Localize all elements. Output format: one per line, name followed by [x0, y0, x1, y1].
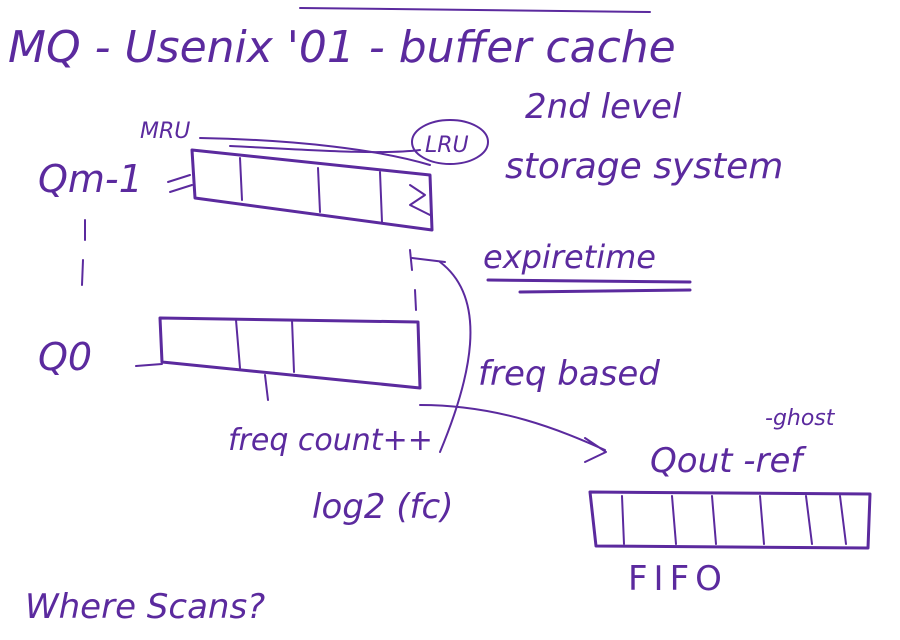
queue-bottom-box	[135, 316, 422, 390]
freq-count-label: freq count++	[228, 423, 433, 458]
ghost-label: -ghost	[765, 406, 836, 431]
freq-based-label: freq based	[478, 354, 660, 394]
log-label: log2 (fc)	[312, 487, 453, 527]
promote-arrow	[439, 261, 472, 453]
queue-top-label: Qm-1	[38, 157, 143, 201]
lru-label: LRU	[425, 133, 469, 158]
fifo-label: FIFO	[628, 559, 728, 599]
subtitle-line1: 2nd level	[525, 87, 682, 127]
title-underline	[299, 7, 651, 13]
expiretime-label: expiretime	[483, 238, 656, 276]
fifo-box	[588, 490, 872, 550]
question-label: Where Scans?	[25, 587, 265, 627]
subtitle-line2: storage system	[505, 146, 783, 187]
queue-top-box	[167, 137, 434, 232]
qout-label: Qout -ref	[650, 441, 807, 481]
lru-down-dots	[409, 249, 417, 311]
lru-circle	[411, 119, 489, 165]
queue-ellipsis	[81, 219, 86, 286]
mru-label: MRU	[140, 119, 190, 144]
freq-count-tick	[264, 374, 269, 401]
evict-arrow	[419, 404, 607, 463]
expiretime-underline	[486, 278, 692, 294]
title-text: MQ - Usenix '01 - buffer cache	[8, 22, 676, 73]
queue-bottom-label: Q0	[38, 335, 92, 379]
